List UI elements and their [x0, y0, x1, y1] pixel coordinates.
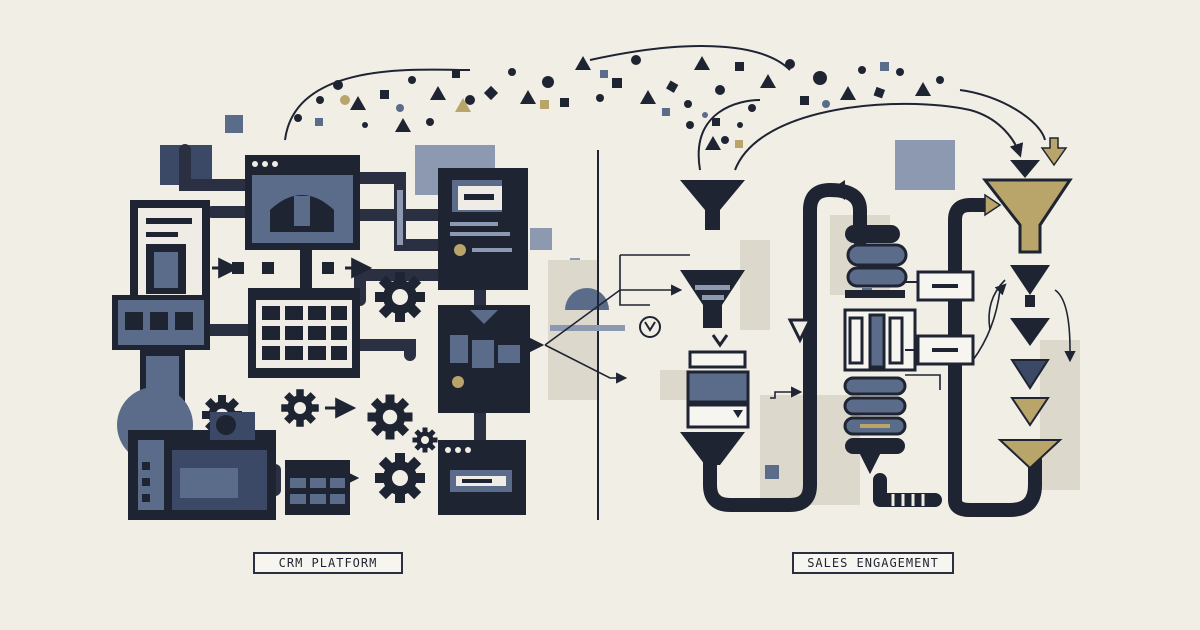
crm-machine — [112, 115, 580, 520]
gear-icon — [281, 389, 319, 427]
gear-icon — [375, 453, 425, 503]
funnel-icon — [680, 180, 745, 230]
gear-icon — [412, 427, 438, 453]
sales-engagement-machine — [660, 137, 1080, 517]
funnel-icon — [981, 178, 1073, 254]
crm-platform-label: CRM PLATFORM — [253, 552, 403, 574]
gear-icon — [367, 394, 413, 440]
sales-engagement-label: SALES ENGAGEMENT — [792, 552, 954, 574]
data-particles — [284, 45, 1046, 171]
center-connectors — [544, 150, 690, 520]
funnel-icon — [680, 432, 745, 465]
gear-icon — [375, 272, 425, 322]
